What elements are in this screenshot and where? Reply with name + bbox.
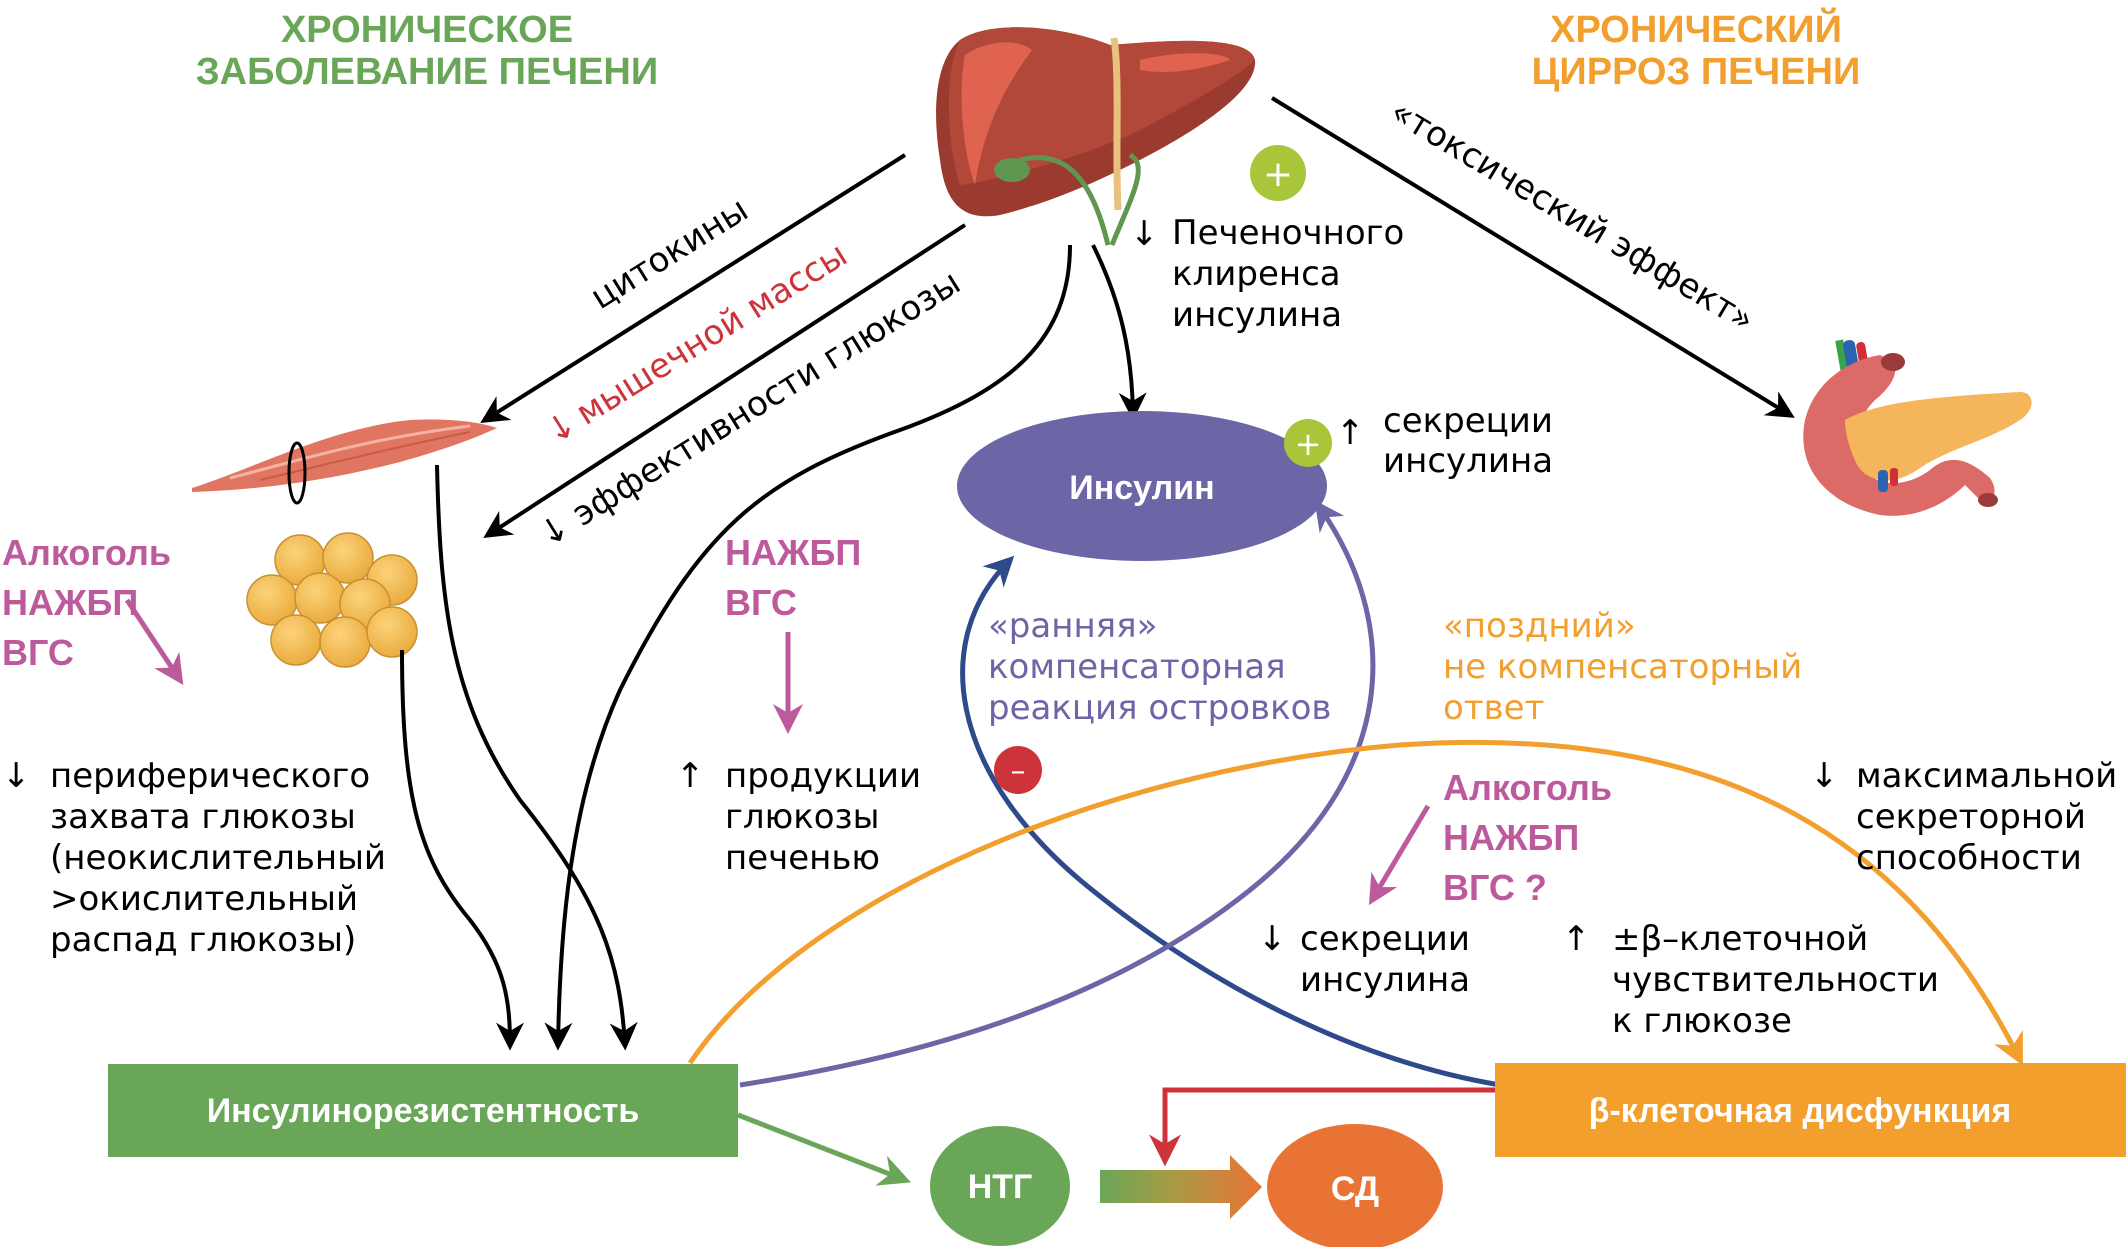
label-muscle-mass-text: мышечной массы [569,235,854,434]
glucose-production-line1: продукции [725,756,921,796]
sd-node[interactable]: СД [1267,1124,1443,1247]
ntg-node[interactable]: НТГ [930,1126,1070,1246]
down-arrow-icon: ↓ [532,507,577,556]
arrow-cytokines [480,153,907,423]
insulin-secretion-up-line2: инсулина [1383,441,1553,481]
label-toxic-effect: «токсический эффект» [1383,91,1761,340]
arrow-muscle-to-ir [435,464,638,1051]
plus-badge-liver: + [1250,145,1306,201]
header-chronic-liver-disease: ХРОНИЧЕСКОЕ ЗАБОЛЕВАНИЕ ПЕЧЕНИ [196,9,658,93]
peripheral-uptake-line4: >окислительный [50,879,358,919]
max-secretory-line2: секреторной [1856,797,2086,837]
insulin-node[interactable]: Инсулин [957,411,1327,561]
beta-sensitivity-line1: ±β–клеточной [1612,919,1868,959]
down-arrow-icon: ↓ [1258,919,1287,959]
up-arrow-icon: ↑ [1336,413,1365,453]
insulin-resistance-label: Инсулинорезистентность [207,1092,640,1130]
late-response-line1: «поздний» [1443,606,1636,646]
insulin-resistance-box[interactable]: Инсулинорезистентность [108,1064,738,1157]
beta-sensitivity-line3: к глюкозе [1612,1001,1792,1041]
down-arrow-icon: ↓ [1810,756,1839,796]
insulin-secretion-down-line2: инсулина [1300,960,1470,1000]
factor-alcohol: Алкоголь [1443,767,1612,808]
factor-hcv: ВГС [725,582,797,623]
mid-risk-factors: НАЖБП ВГС [725,532,861,623]
left-risk-factors: Алкоголь НАЖБП ВГС [2,532,171,673]
beta-sensitivity-line2: чувствительности [1612,960,1939,1000]
minus-badge: – [994,746,1042,794]
glucose-production-line2: глюкозы [725,797,879,837]
arrow-ntg-to-sd [1100,1155,1262,1219]
muscle-ring-icon [287,441,307,505]
fat-cells-icon [246,532,418,668]
glucose-production-line3: печенью [725,838,880,878]
beta-sensitivity-text: ↑ ±β–клеточной чувствительности к глюкоз… [1562,919,1939,1041]
insulin-secretion-up-text: ↑ секреции инсулина [1336,401,1553,481]
glucose-production-text: ↑ продукции глюкозы печенью [676,756,921,878]
late-response-line3: ответ [1443,688,1544,728]
plus-icon: + [1295,425,1322,463]
header-right-line2: ЦИРРОЗ ПЕЧЕНИ [1532,51,1861,93]
header-left-line2: ЗАБОЛЕВАНИЕ ПЕЧЕНИ [196,51,658,93]
insulin-secretion-down-text: ↓ секреции инсулина [1258,919,1470,1000]
arrow-right-factors [1368,804,1431,906]
curve-ir-to-beta-orange [687,740,2023,1066]
arrow-toxic-effect [1270,96,1795,418]
max-secretory-line3: способности [1856,838,2082,878]
factor-nafld: НАЖБП [725,532,861,573]
arrow-liver-to-insulin [1091,244,1147,421]
insulin-secretion-down-line1: секреции [1300,919,1470,959]
early-response-line3: реакция островков [988,688,1331,728]
right-risk-factors: Алкоголь НАЖБП ВГС ? [1443,767,1612,908]
muscle-icon [192,419,497,505]
insulin-secretion-up-line1: секреции [1383,401,1553,441]
liver-clearance-line3: инсулина [1172,295,1342,335]
peripheral-uptake-line2: захвата глюкозы [50,797,356,837]
beta-dysfunction-label: β-клеточная дисфункция [1589,1092,2012,1130]
minus-icon: – [1011,754,1026,789]
early-response-text: «ранняя» компенсаторная реакция островко… [988,606,1331,728]
factor-alcohol: Алкоголь [2,532,171,573]
liver-icon [936,27,1256,246]
up-arrow-icon: ↑ [676,756,705,796]
late-response-text: «поздний» не компенсаторный ответ [1443,606,1802,728]
header-left-line1: ХРОНИЧЕСКОЕ [281,9,573,51]
late-response-line2: не компенсаторный [1443,647,1802,687]
header-right-line1: ХРОНИЧЕСКИЙ [1550,6,1842,51]
early-response-line1: «ранняя» [988,606,1157,646]
arrow-glucose-efficiency [483,223,967,539]
plus-badge-insulin: + [1284,419,1332,467]
liver-clearance-text: ↓ Печеночного клиренса инсулина [1130,213,1404,335]
down-arrow-icon: ↓ [2,756,31,796]
factor-hcv-question: ВГС ? [1443,867,1547,908]
header-chronic-cirrhosis: ХРОНИЧЕСКИЙ ЦИРРОЗ ПЕЧЕНИ [1532,6,1861,93]
factor-hcv: ВГС [2,632,74,673]
early-response-line2: компенсаторная [988,647,1286,687]
liver-clearance-line2: клиренса [1172,254,1341,294]
peripheral-uptake-text: ↓ периферического захвата глюкозы (неоки… [2,756,386,960]
max-secretory-text: ↓ максимальной секреторной способности [1810,756,2117,878]
pancreas-icon [1803,339,2032,516]
peripheral-uptake-line3: (неокислительный [50,838,386,878]
factor-nafld: НАЖБП [1443,817,1579,858]
peripheral-uptake-line5: распад глюкозы) [50,920,356,960]
beta-dysfunction-box[interactable]: β-клеточная дисфункция [1495,1063,2126,1157]
plus-icon: + [1263,154,1293,195]
arrow-fat-to-ir [400,649,524,1051]
ntg-label: НТГ [968,1168,1033,1206]
arrow-left-factors [124,598,184,686]
max-secretory-line1: максимальной [1856,756,2117,796]
up-arrow-icon: ↑ [1562,919,1591,959]
down-arrow-icon: ↓ [1130,214,1159,254]
curve-beta-to-insulin-navy [960,555,1501,1088]
liver-clearance-line1: Печеночного [1172,213,1404,253]
curve-ir-to-insulin-purple [739,500,1376,1088]
sd-label: СД [1331,1170,1379,1208]
arrow-ir-to-ntg [737,1112,911,1186]
factor-nafld: НАЖБП [2,582,138,623]
arrow-beta-to-ntg-sd [1149,1087,1495,1167]
insulin-node-label: Инсулин [1069,469,1214,507]
peripheral-uptake-line1: периферического [50,756,370,796]
